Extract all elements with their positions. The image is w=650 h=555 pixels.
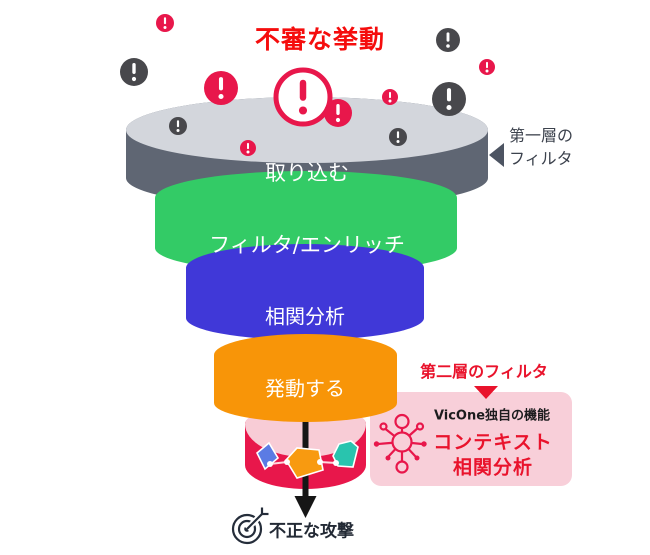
first-filter-line2: フィルタ (509, 149, 573, 168)
alert-badge-icon (382, 89, 398, 105)
feature-box-title-line1: コンテキスト (433, 431, 553, 454)
down-arrow-icon (294, 496, 317, 518)
funnel-label-correlation: 相関分析 (265, 304, 345, 329)
outcome-label: 不正な攻撃 (269, 521, 354, 542)
alert-ring-icon (273, 67, 333, 127)
funnel-layer-filter-side (155, 171, 457, 273)
alert-badge-icon (240, 140, 256, 156)
second-filter-label: 第二層のフィルタ (420, 362, 548, 381)
funnel-label-trigger: 発動する (265, 376, 345, 401)
event-shape-blue (256, 441, 280, 471)
alert-badge-icon (324, 99, 352, 127)
alert-badge-icon (432, 82, 466, 116)
alert-badge-icon (120, 58, 148, 86)
alert-badge-icon (389, 128, 407, 146)
first-filter-pointer-icon (489, 143, 504, 167)
alert-badge-icon (479, 59, 495, 75)
funnel-label-ingest: 取り込む (265, 161, 349, 185)
funnel-layer-ingest-top (126, 97, 488, 163)
context-correlation-icon (373, 413, 427, 474)
funnel-layer-trigger-side (214, 334, 397, 422)
funnel-layer-correlate-side (186, 244, 424, 340)
alert-badge-icon (169, 117, 187, 135)
target-icon (231, 507, 269, 545)
second-filter-pointer-icon (474, 386, 498, 399)
alert-badge-icon (436, 28, 460, 52)
feature-box-subtitle: VicOne独自の機能 (433, 408, 551, 424)
first-filter-line1: 第一層の (509, 126, 574, 145)
diagram-title: 不審な挙動 (254, 25, 386, 54)
feature-box-title-line2: 相関分析 (452, 456, 534, 479)
first-filter-label: 第一層の フィルタ (509, 124, 573, 170)
event-shape-teal (332, 440, 359, 468)
alert-badge-icon (156, 14, 174, 32)
funnel-label-filter-enrich: フィルタ/エンリッチ (209, 233, 405, 257)
correlated-events-icon (256, 440, 359, 479)
alert-badge-icon (204, 71, 238, 105)
